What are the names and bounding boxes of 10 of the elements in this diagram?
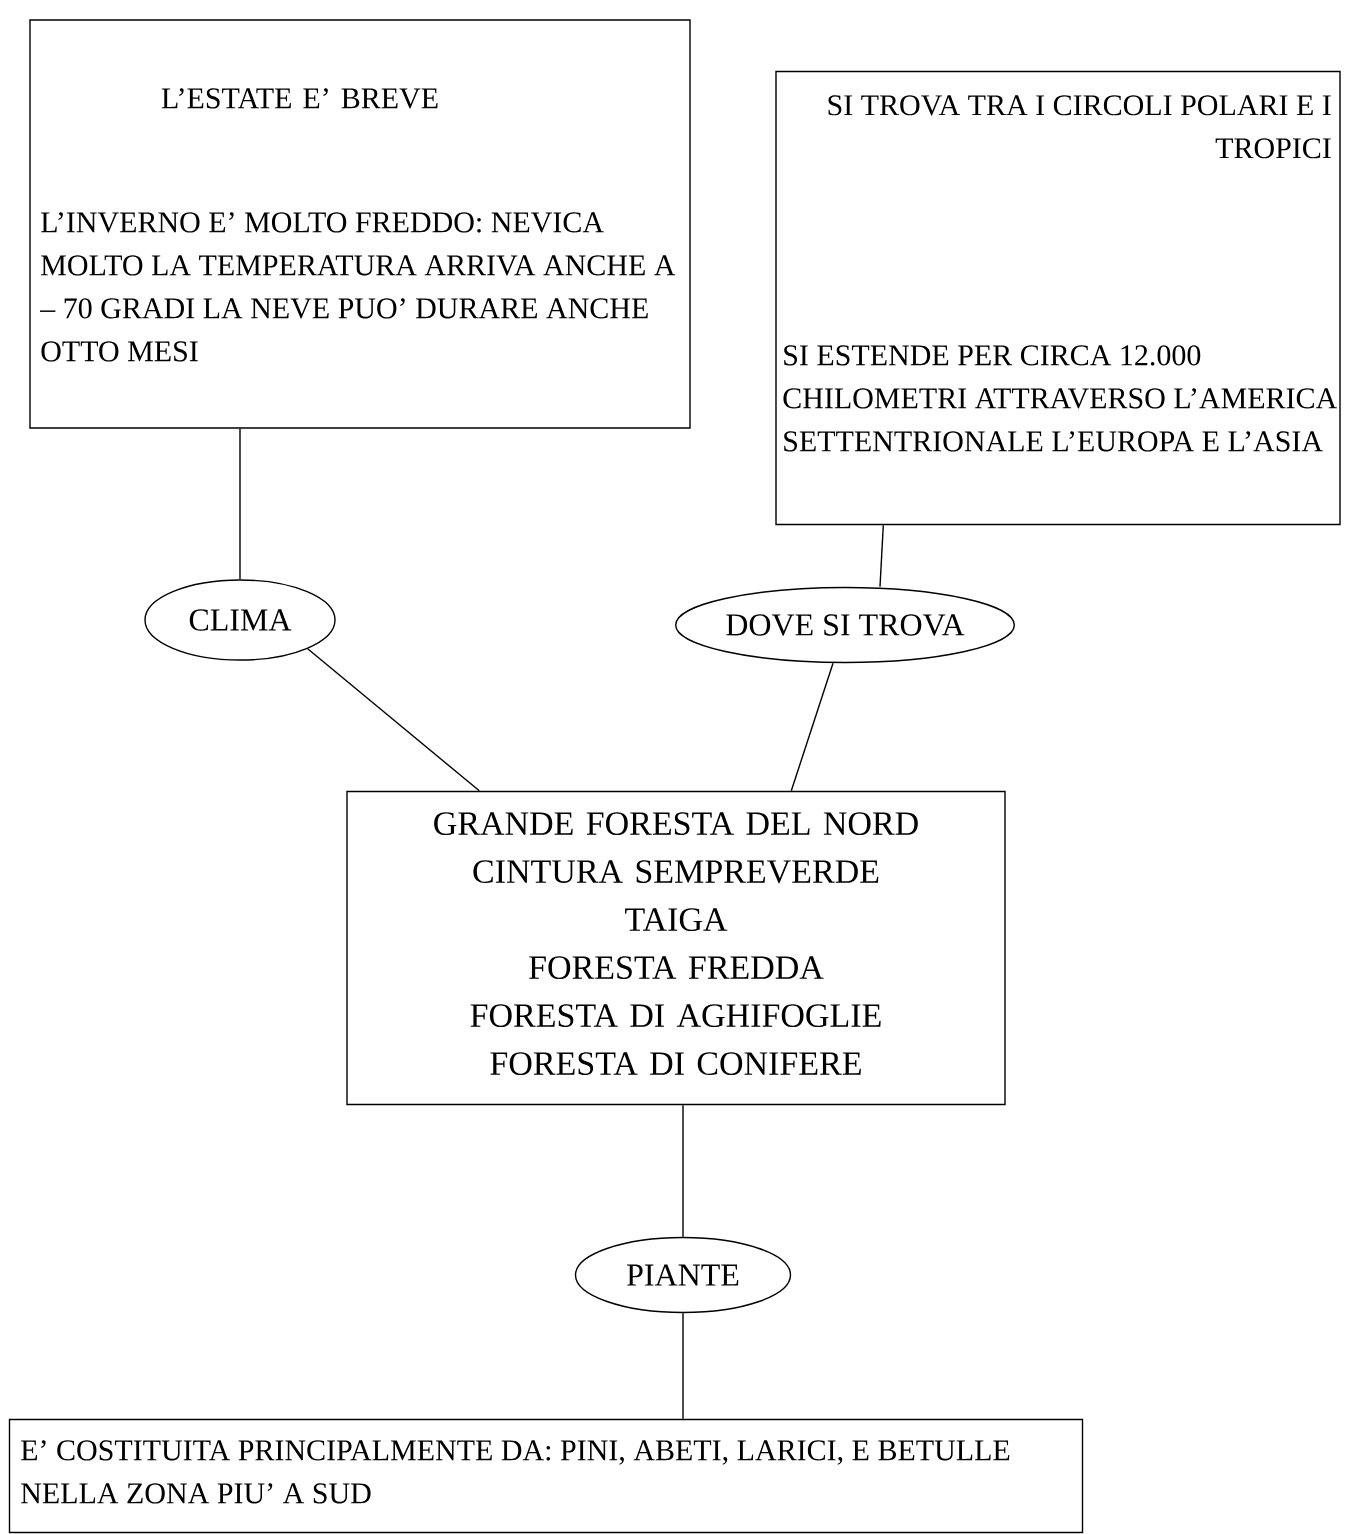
connector-line — [790, 662, 834, 792]
connector-line — [879, 524, 884, 588]
connector-line — [682, 1312, 684, 1420]
text-box: L’ESTATE E’ BREVE L’INVERNO E’ MOLTO FREDDO: NEVICA MOLTO LA TEMPERATURA ARRIVA ANCHE A – 70 GRADI LA NEVE PUO’ DURARE ANCHE OTTO MESI — [29, 19, 691, 429]
connector-line — [239, 428, 241, 580]
text-box: E’ COSTITUITA PRINCIPALMENTE DA: PINI, ABETI, LARICI, E BETULLE NELLA ZONA PIU’ A SUD — [8, 1418, 1084, 1534]
connector-line — [306, 648, 480, 792]
text-box: GRANDE FORESTA DEL NORD CINTURA SEMPREVERDE TAIGA FORESTA FREDDA FORESTA DI AGHIFOGLIE FORESTA DI CONIFERE — [346, 790, 1006, 1106]
connector-line — [682, 1104, 684, 1238]
text-box: SI TROVA TRA I CIRCOLI POLARI E I TROPICI SI ESTENDE PER CIRCA 12.000 CHILOMETRI ATTRAVERSO L’AMERICA SETTENTRIONALE L’EUROPA E L’ASIA — [775, 70, 1341, 526]
